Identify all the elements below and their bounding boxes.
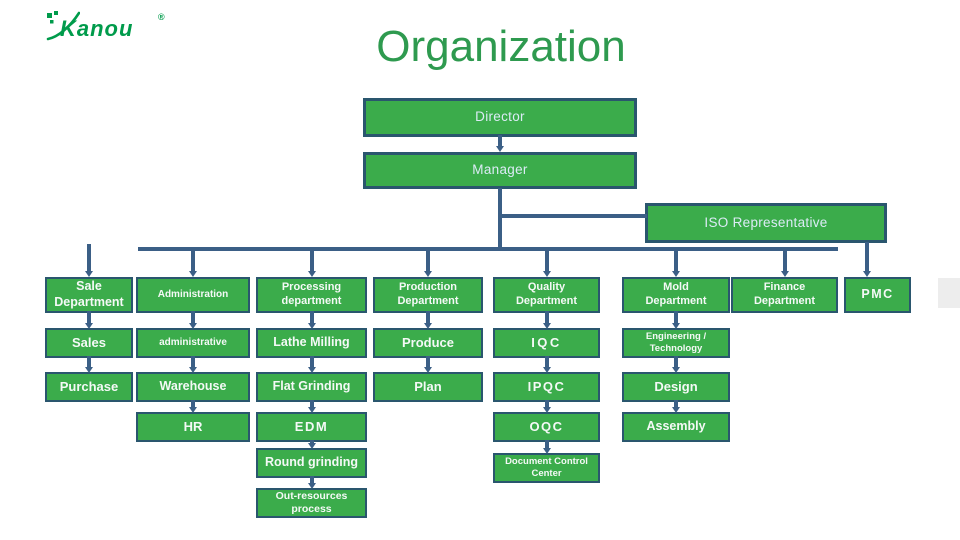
connector-manager-trunk [498,188,502,250]
org-box-assembly: Assembly [622,412,730,442]
connector-ipqc-oqc [542,400,551,413]
org-box-hr: HR [136,412,250,442]
connector-drop-processing [307,250,316,277]
org-box-lathe-milling: Lathe Milling [256,328,367,358]
connector-processing-lathe [307,311,316,329]
connector-iso-branch [500,214,647,218]
connector-admin-administrative [188,311,197,329]
connector-drop-mold [671,250,680,277]
connector-sale-sales [84,311,93,329]
org-box-document-control-center: Document Control Center [493,453,600,483]
connector-edm-round [307,440,316,449]
org-box-out-resources-process: Out-resources process [256,488,367,518]
org-box-warehouse: Warehouse [136,372,250,402]
connector-iqc-ipqc [542,356,551,373]
connector-flat-edm [307,400,316,413]
org-box-production-department: Production Department [373,277,483,313]
connector-main-rail [138,247,838,251]
connector-drop-finance [780,250,789,277]
org-box-plan: Plan [373,372,483,402]
org-box-produce: Produce [373,328,483,358]
org-box-finance-department: Finance Department [731,277,838,313]
org-box-ipqc: IPQC [493,372,600,402]
connector-production-produce [423,311,432,329]
org-box-edm: EDM [256,412,367,442]
org-box-round-grinding: Round grinding [256,448,367,478]
registered-trademark-icon: ® [158,12,165,22]
org-box-purchase: Purchase [45,372,133,402]
connector-drop-production [423,250,432,277]
org-box-processing-department: Processing department [256,277,367,313]
connector-mold-engineering [671,311,680,329]
connector-administrative-warehouse [188,356,197,373]
org-box-iso-representative: ISO Representative [645,203,887,243]
connector-round-outresources [307,476,316,489]
connector-drop-pmc [862,242,871,277]
edge-artifact-box [938,278,960,308]
org-box-administrative: administrative [136,328,250,358]
slide-title: Organization [376,22,626,71]
org-box-design: Design [622,372,730,402]
connector-director-manager [495,135,504,152]
logo-swoosh-icon [46,11,80,41]
org-box-sales: Sales [45,328,133,358]
connector-design-assembly [671,400,680,413]
org-box-flat-grinding: Flat Grinding [256,372,367,402]
org-box-pmc: PMC [844,277,911,313]
org-box-engineering-technology: Engineering / Technology [622,328,730,358]
org-box-director: Director [363,98,637,137]
org-box-oqc: OQC [493,412,600,442]
connector-produce-plan [423,356,432,373]
connector-warehouse-hr [188,400,197,413]
connector-quality-iqc [542,311,551,329]
org-box-mold-department: Mold Department [622,277,730,313]
org-box-iqc: IQC [493,328,600,358]
connector-drop-sale [84,244,93,277]
org-box-administration: Administration [136,277,250,313]
connector-drop-administration [188,250,197,277]
connector-drop-quality [542,250,551,277]
connector-oqc-doccontrol [542,440,551,454]
org-box-quality-department: Quality Department [493,277,600,313]
org-box-manager: Manager [363,152,637,189]
connector-sales-purchase [84,356,93,373]
logo-brand-text: Kanou [60,16,134,41]
connector-engineering-design [671,356,680,373]
connector-lathe-flat [307,356,316,373]
org-box-sale-department: Sale Department [45,277,133,313]
